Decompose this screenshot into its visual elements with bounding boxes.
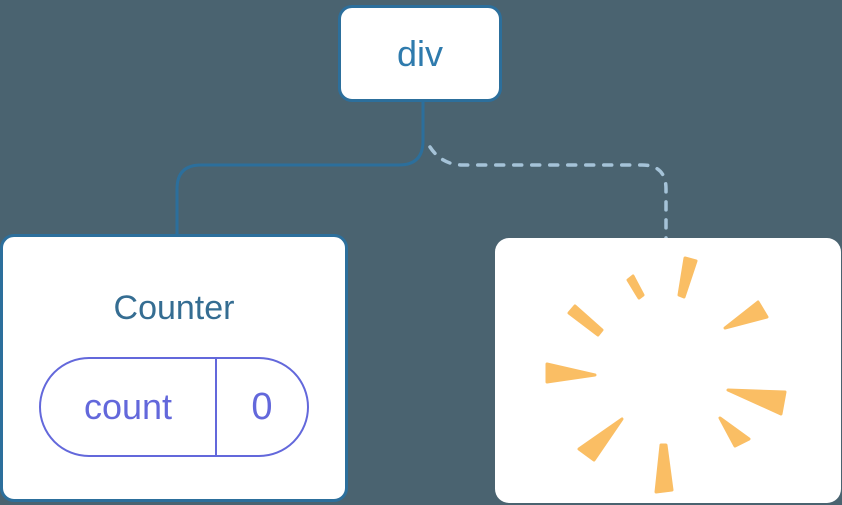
poof-ray bbox=[577, 417, 624, 462]
state-pill: count 0 bbox=[39, 357, 309, 457]
edge-div-to-counter bbox=[175, 102, 425, 236]
counter-component-card: Counter count 0 bbox=[0, 234, 348, 502]
poof-ray bbox=[726, 388, 787, 416]
poof-ray bbox=[626, 274, 645, 300]
poof-ray bbox=[677, 256, 698, 299]
poof-ray bbox=[654, 443, 674, 494]
removed-component-card bbox=[495, 238, 841, 503]
component-title: Counter bbox=[113, 289, 235, 327]
tree-node-div: div bbox=[338, 5, 502, 102]
poof-ray bbox=[718, 416, 751, 448]
node-div-label: div bbox=[396, 32, 444, 74]
state-name: count bbox=[41, 359, 217, 455]
poof-ray bbox=[723, 300, 769, 330]
poof-ray bbox=[567, 304, 604, 337]
state-value: 0 bbox=[251, 385, 273, 428]
poof-explosion-icon bbox=[545, 256, 787, 494]
edge-div-to-removed bbox=[428, 145, 668, 242]
poof-ray bbox=[545, 362, 597, 384]
